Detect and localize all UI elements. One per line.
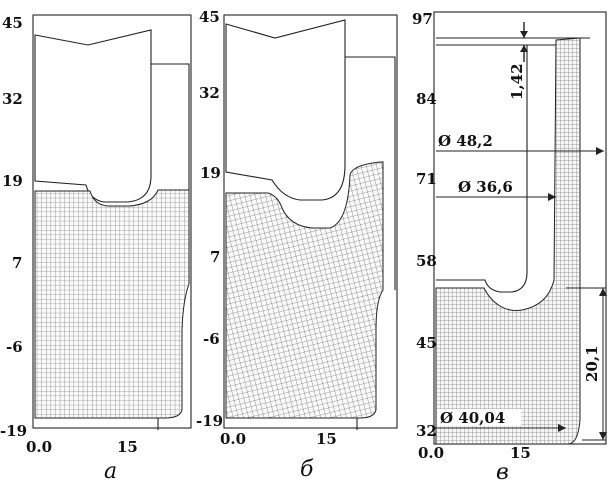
panel-a: 45 32 19 7 -6 -19 0.0 15 а [0, 14, 192, 481]
panel-b-die [345, 56, 396, 290]
panel-c-billet-mesh [435, 37, 581, 445]
panel-c-xtick: 15 [510, 444, 531, 462]
panel-a-ytick: 19 [2, 172, 23, 190]
panel-c-label: в [496, 460, 509, 481]
panel-c-dia-bottom-label: Ø 40,04 [440, 409, 505, 427]
panel-a-ytick: -19 [0, 422, 27, 440]
panel-b-billet-mesh [225, 161, 384, 419]
panel-a-ytick: 45 [2, 14, 23, 32]
panel-c-dia-outer-label: Ø 48,2 [438, 132, 493, 150]
panel-c-ytick: 71 [416, 170, 437, 188]
panel-a-ytick: 32 [2, 90, 23, 108]
panel-c-dim-top-label: 1,42 [508, 63, 526, 100]
panel-c-ytick: 32 [416, 422, 437, 440]
panel-a-billet-mesh [34, 189, 190, 419]
panel-b-punch [225, 19, 346, 201]
panel-b-ytick: 19 [200, 164, 221, 182]
panel-c-ytick: 97 [412, 10, 433, 28]
panel-c-ytick: 58 [416, 252, 437, 270]
panel-a-label: а [104, 459, 117, 481]
panel-b-xtick: 0.0 [220, 430, 246, 448]
panel-c-xtick: 0.0 [418, 444, 444, 462]
panel-a-punch [34, 29, 152, 203]
panel-b-ytick: 45 [199, 8, 220, 26]
panel-b-ytick: -6 [203, 330, 220, 348]
panel-c: 1,42 Ø 48,2 Ø 36,6 20,1 Ø 40,04 97 84 71… [412, 10, 607, 481]
panel-c-ytick: 84 [416, 90, 437, 108]
panel-a-ytick: 7 [12, 254, 22, 272]
panel-c-dia-inner-arrow [548, 193, 556, 201]
panel-a-xtick: 0.0 [26, 438, 52, 456]
panel-c-dim-top-arrowhead2 [520, 45, 528, 52]
panel-b-xtick: 15 [316, 430, 337, 448]
panel-b-label: б [300, 457, 314, 481]
panel-c-dia-inner-label: Ø 36,6 [458, 178, 513, 196]
panel-c-height-arrow-bottom [599, 432, 607, 440]
panel-c-dia-bottom-bg [437, 409, 521, 426]
panel-c-height-label: 20,1 [583, 345, 601, 382]
panel-c-dim-top-arrowhead [520, 31, 528, 38]
panel-b-ytick: -19 [196, 412, 223, 430]
panel-b-ytick: 32 [199, 84, 220, 102]
panel-b: 45 32 19 7 -6 -19 0.0 15 б [196, 8, 398, 481]
panel-c-dia-bottom-arrow [558, 424, 566, 432]
panel-b-ytick: 7 [210, 248, 220, 266]
panel-c-punch [436, 44, 528, 293]
panel-c-ytick: 45 [416, 334, 437, 352]
panel-a-xtick: 15 [117, 438, 138, 456]
panel-c-dia-outer-arrow [596, 147, 604, 155]
panel-c-height-arrow-top [599, 288, 607, 296]
panel-a-ytick: -6 [6, 338, 23, 356]
panel-b-frame [223, 14, 398, 429]
panel-a-frame [32, 14, 192, 429]
